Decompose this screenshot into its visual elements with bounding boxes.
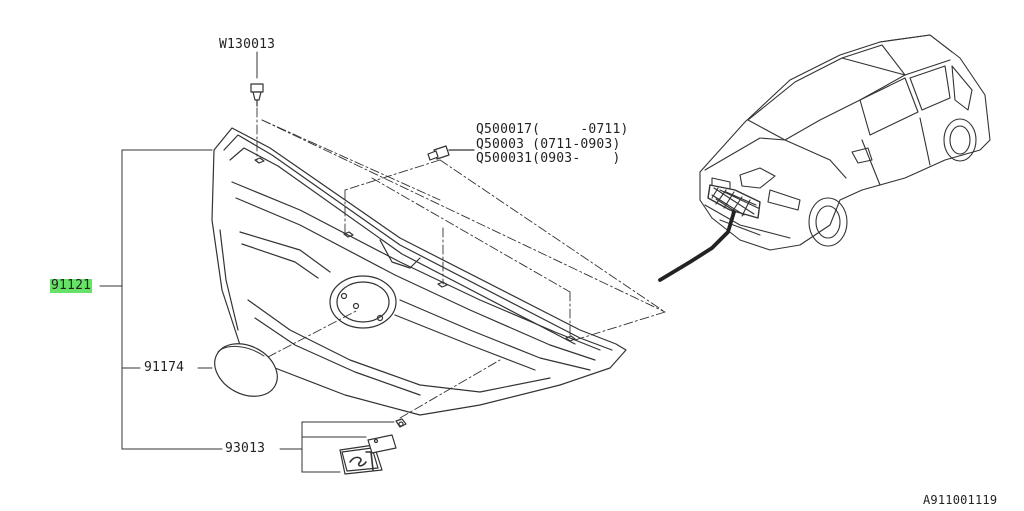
part-number-q50003[interactable]: Q50003 (0711-0903)	[476, 137, 621, 152]
ornament-part	[214, 343, 278, 397]
part-number-q500031[interactable]: Q500031(0903- )	[476, 151, 621, 166]
emblem-part	[339, 418, 407, 475]
callout-lines	[99, 149, 395, 473]
grille-part	[211, 127, 627, 416]
diagram-reference-code: A911001119	[923, 493, 998, 507]
screw-part	[427, 145, 475, 161]
part-number-91121-highlighted[interactable]: 91121	[50, 278, 93, 293]
clip-part	[250, 51, 264, 107]
part-number-w130013[interactable]: W130013	[219, 37, 276, 52]
part-number-91174[interactable]: 91174	[144, 360, 185, 375]
part-number-93013[interactable]: 93013	[225, 441, 266, 456]
car-illustration	[658, 34, 991, 282]
part-number-q500017[interactable]: Q500017( -0711)	[476, 122, 629, 137]
dash-leaders	[256, 107, 666, 419]
